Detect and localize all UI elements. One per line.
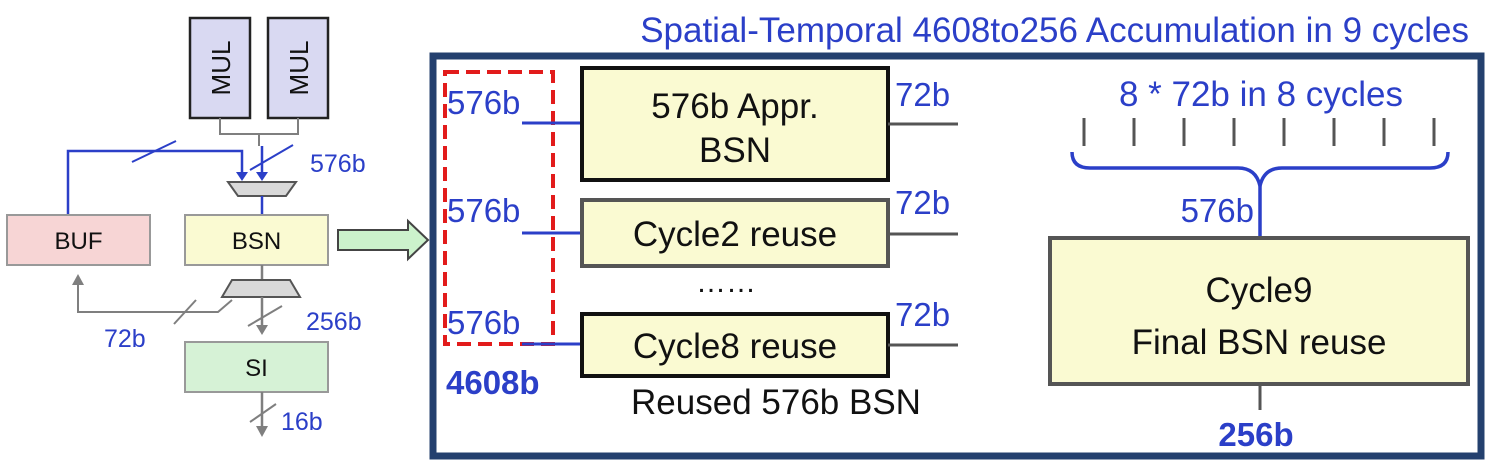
output-label-72b-1: 72b <box>895 76 950 113</box>
final-output-label: 256b <box>1218 416 1293 453</box>
block-arrow-to-detail <box>337 218 430 262</box>
arrowhead-si <box>256 325 268 335</box>
si-label: SI <box>245 355 268 382</box>
output-label-72b-3: 72b <box>895 296 950 333</box>
collect-label: 8 * 72b in 8 cycles <box>1119 75 1403 114</box>
bus-slash-16b <box>249 403 277 423</box>
output-label-72b-2: 72b <box>895 184 950 221</box>
label-256b-left: 256b <box>306 308 362 336</box>
mul-join-wires <box>219 118 299 146</box>
label-576b-left: 576b <box>310 150 366 178</box>
mul-label-1: MUL <box>206 41 236 96</box>
tick-marks <box>1082 118 1436 146</box>
final-bsn-line1: Cycle9 <box>1206 271 1313 310</box>
cycle8-reuse-box <box>580 312 890 378</box>
appr-bsn-line2: BSN <box>699 131 771 170</box>
mux-bottom <box>220 279 302 298</box>
input-label-576b-1: 576b <box>447 84 520 121</box>
reused-bsn-caption: Reused 576b BSN <box>631 383 921 422</box>
mul-block-1 <box>188 16 252 120</box>
input-label-576b-3: 576b <box>447 304 520 341</box>
final-input-label: 576b <box>1181 192 1254 229</box>
appr-bsn-box <box>580 66 890 182</box>
arrowhead-buf <box>72 274 84 285</box>
ellipsis: …… <box>696 266 756 299</box>
bus-slash-72b <box>173 299 197 325</box>
final-bsn-line2: Final BSN reuse <box>1132 323 1387 362</box>
arrowhead-si-out <box>256 426 268 437</box>
input-group-box <box>443 70 555 346</box>
arrowhead-left-mux <box>236 172 248 181</box>
appr-bsn-line1: 576b Appr. <box>651 87 818 126</box>
mux-top <box>226 181 298 197</box>
buf-block <box>6 214 151 266</box>
bsn-label-left: BSN <box>232 228 281 255</box>
feedback-wire-72b <box>77 283 233 313</box>
bus-slash-576-in <box>249 144 294 171</box>
mul-label-2: MUL <box>284 41 314 96</box>
total-input-label: 4608b <box>446 364 540 401</box>
diagram-title: Spatial-Temporal 4608to256 Accumulation … <box>640 11 1469 50</box>
input-label-576b-2: 576b <box>447 192 520 229</box>
label-16b: 16b <box>281 408 323 436</box>
si-block <box>184 341 329 393</box>
bus-slash-256b <box>247 305 283 327</box>
mux-input-wires <box>66 146 264 215</box>
label-72b-left: 72b <box>104 325 146 353</box>
final-bsn-box <box>1048 236 1470 386</box>
bsn-block-left <box>184 214 329 266</box>
buf-label: BUF <box>55 228 103 255</box>
cycle8-reuse-label: Cycle8 reuse <box>633 327 837 366</box>
cycle2-reuse-label: Cycle2 reuse <box>633 215 837 254</box>
bus-slash-buf-feedback <box>131 140 177 163</box>
arrowhead-right-mux <box>256 172 268 181</box>
